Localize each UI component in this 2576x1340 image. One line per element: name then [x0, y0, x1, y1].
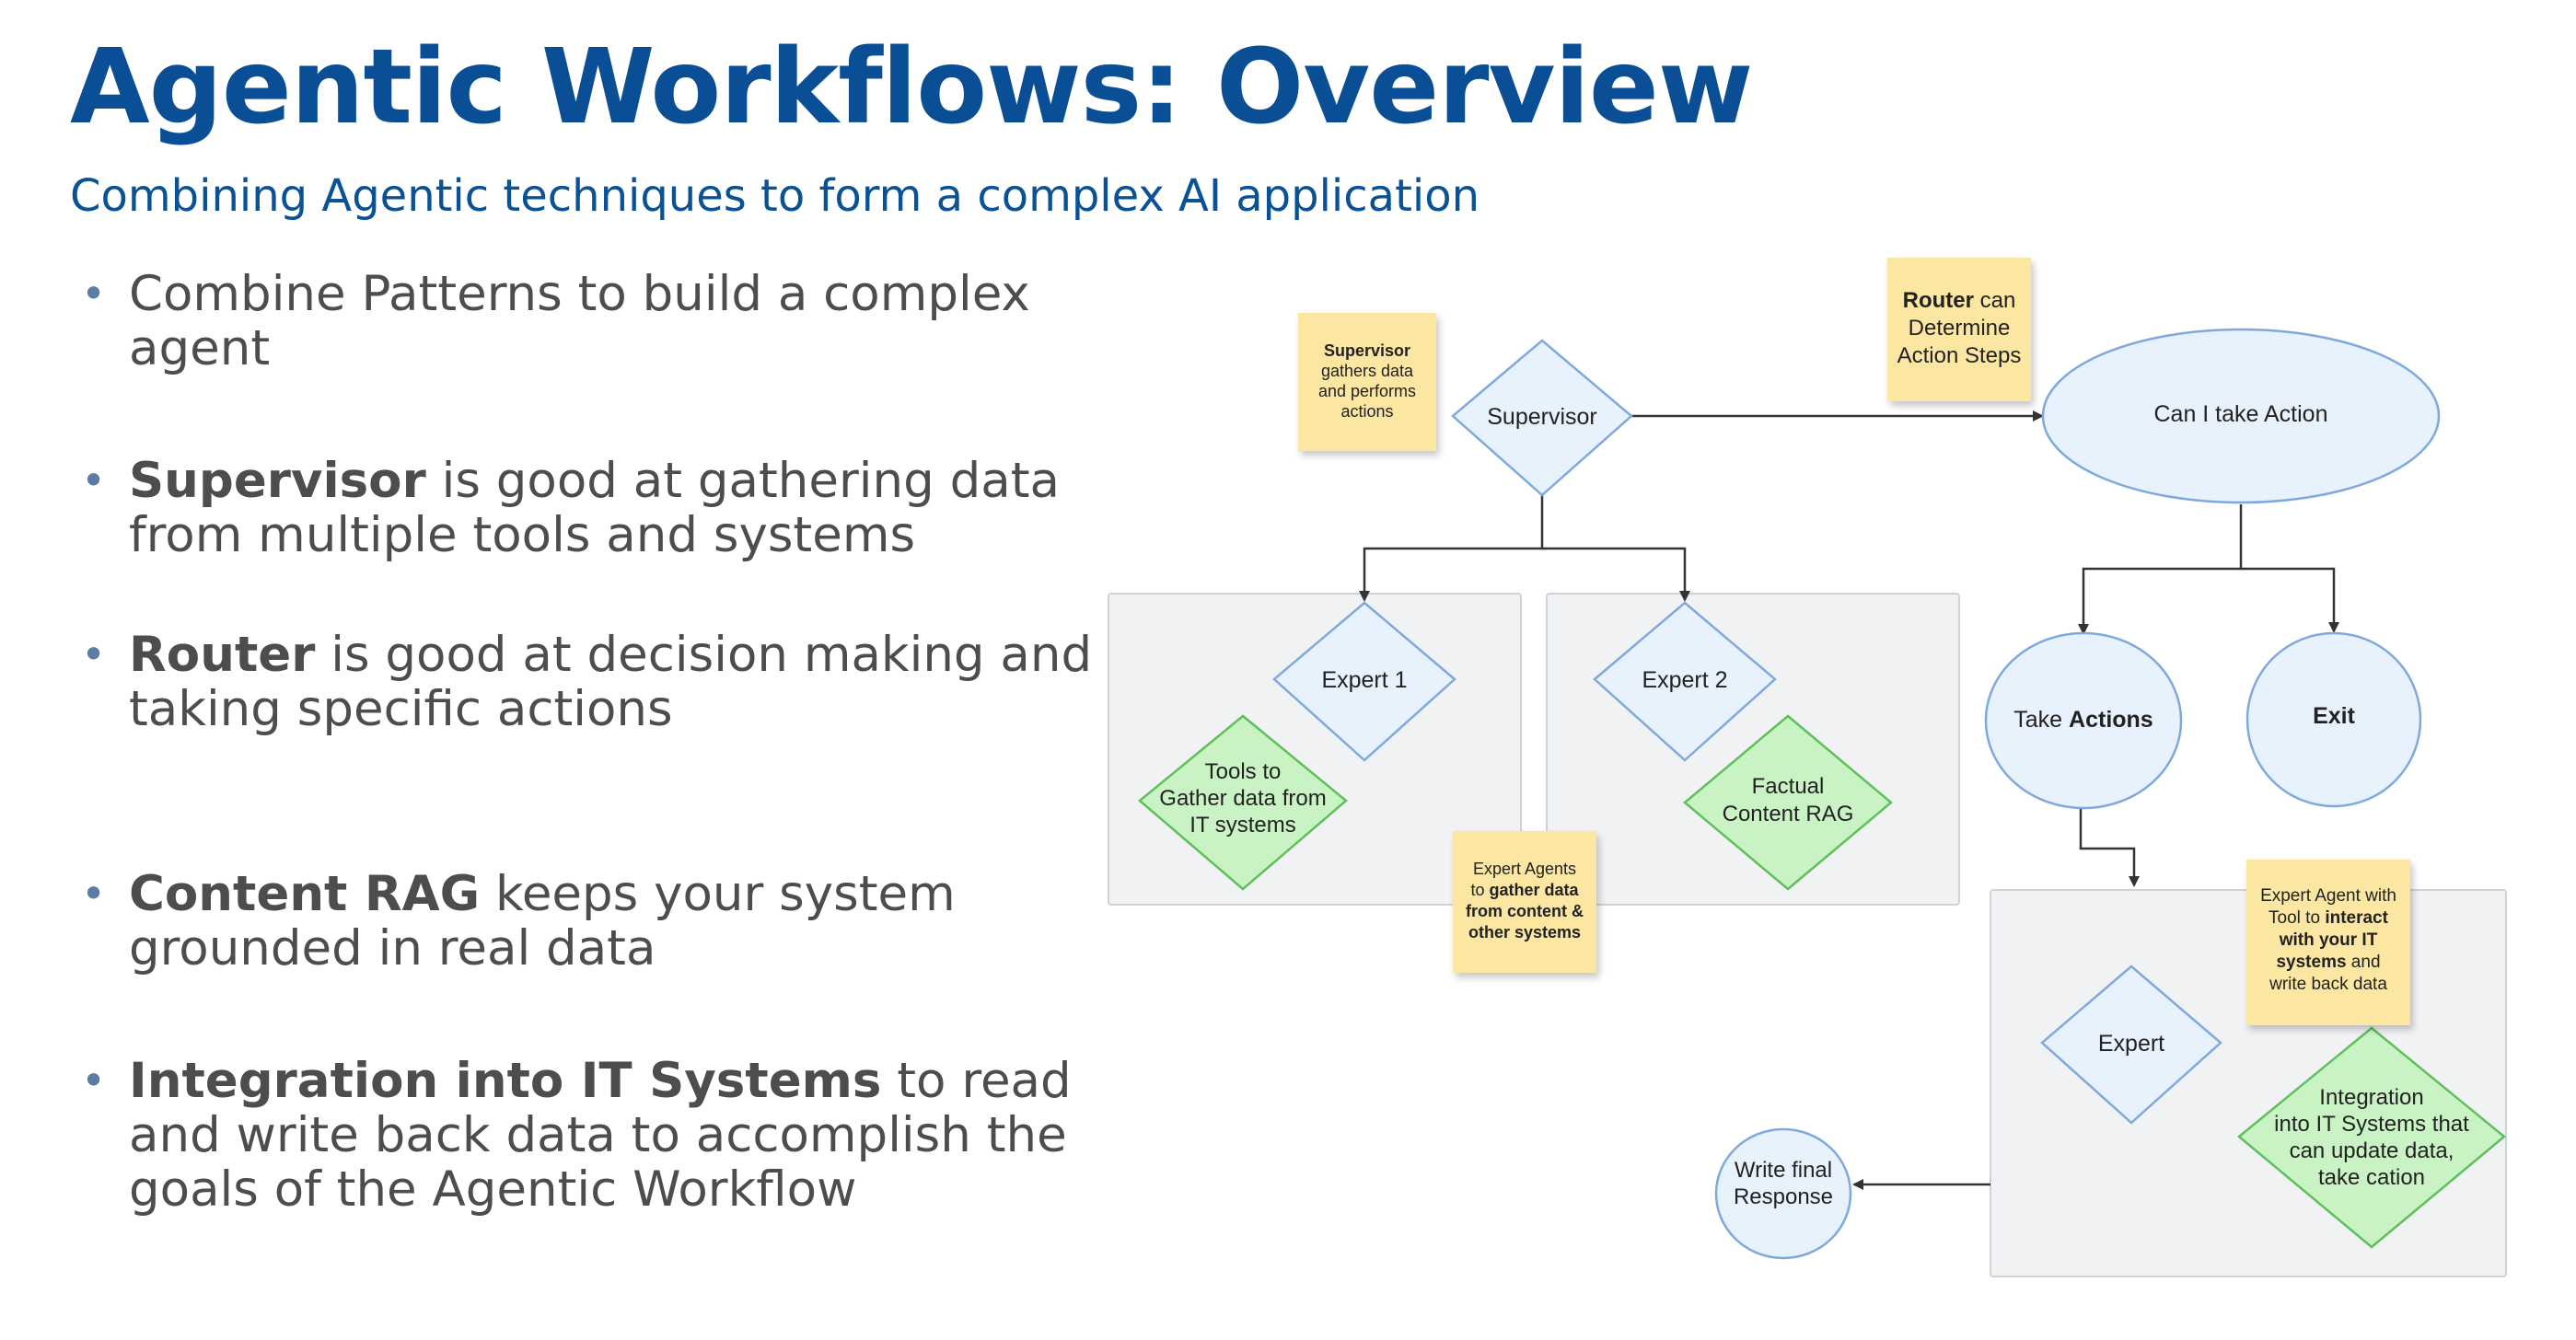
- exit-label: Exit: [2313, 703, 2356, 729]
- bullet-dot-icon: •: [81, 269, 107, 318]
- tools-label-line2: Gather data from: [1159, 786, 1326, 811]
- arrow-supervisor-to-expert2: [1542, 547, 1690, 602]
- can-i-take-action-node: Can I take Action: [2041, 328, 2441, 504]
- expert-tool-note-rest: and: [2347, 953, 2381, 972]
- expert-agents-note-line2: to gather data: [1470, 881, 1579, 899]
- bullet-item-router: • Router is good at decision making and …: [81, 628, 1112, 736]
- integration-label-line1: Integration: [2319, 1085, 2423, 1110]
- bullet-item-patterns: • Combine Patterns to build a complex ag…: [81, 267, 1112, 375]
- rag-label-line1: Factual: [1752, 774, 1825, 799]
- arrow-supervisor-to-expert1: [1359, 495, 1544, 602]
- expert-tool-note-pre: Tool to: [2269, 908, 2325, 928]
- bullet-text: to read and write back data to accomplis…: [129, 1053, 1072, 1218]
- expert-agents-note-bold: gather data: [1489, 881, 1579, 899]
- expert-tool-note-line5: write back data: [2269, 975, 2387, 994]
- expert-tool-sticky-note: Expert Agent with Tool to interact with …: [2246, 860, 2410, 1025]
- integration-label-line4: take cation: [2318, 1165, 2425, 1190]
- bullet-text: keeps your system grounded in real data: [129, 866, 956, 976]
- expert-tool-note-bold2: systems: [2276, 953, 2346, 972]
- write-final-label-line1: Write final: [1735, 1158, 1832, 1183]
- supervisor-note-line3: and performs: [1318, 382, 1416, 400]
- expert-tool-note-line1: Expert Agent with: [2260, 886, 2396, 906]
- expert-label: Expert: [2098, 1031, 2164, 1057]
- router-note-line1: Router can: [1903, 288, 2016, 313]
- arrow-take-actions-to-expert-group: [2079, 806, 2140, 887]
- expert2-node: Expert 2: [1593, 601, 1777, 762]
- router-note-line2: Determine: [1909, 316, 2011, 341]
- bullet-bold: Router: [129, 627, 316, 683]
- expert-agents-note-line4: other systems: [1468, 923, 1581, 941]
- bullet-dot-icon: •: [81, 1056, 107, 1105]
- expert-agents-note-pre: to: [1470, 881, 1489, 899]
- bullet-text: Combine Patterns to build a complex agen…: [129, 266, 1030, 376]
- bullet-dot-icon: •: [81, 456, 107, 505]
- expert1-label: Expert 1: [1321, 667, 1407, 693]
- bullet-bold: Integration into IT Systems: [129, 1053, 882, 1109]
- expert1-node: Expert 1: [1272, 601, 1456, 762]
- bullet-dot-icon: •: [81, 630, 107, 679]
- slide-subtitle: Combining Agentic techniques to form a c…: [70, 170, 1480, 222]
- bullet-item-integration: • Integration into IT Systems to read an…: [81, 1054, 1112, 1217]
- take-actions-label-bold: Actions: [2069, 707, 2153, 733]
- router-sticky-note: Router can Determine Action Steps: [1887, 258, 2031, 401]
- integration-label-line2: into IT Systems that: [2274, 1112, 2469, 1137]
- integration-label-line3: can update data,: [2290, 1138, 2454, 1163]
- write-final-label-line2: Response: [1734, 1184, 1833, 1209]
- expert-agents-note-line3: from content &: [1466, 902, 1584, 920]
- can-i-take-action-label: Can I take Action: [2153, 401, 2327, 427]
- supervisor-note-line1: Supervisor: [1324, 341, 1410, 360]
- arrow-action-to-take-actions: [2078, 504, 2243, 635]
- bullet-text: is good at gathering data from multiple …: [129, 453, 1060, 563]
- bullet-item-content-rag: • Content RAG keeps your system grounded…: [81, 867, 1112, 976]
- tools-label-line1: Tools to: [1205, 759, 1282, 784]
- integration-node: Integration into IT Systems that can upd…: [2237, 1026, 2506, 1249]
- router-note-bold: Router: [1903, 288, 1974, 313]
- bullet-text: is good at decision making and taking sp…: [129, 627, 1093, 737]
- expert-tool-note-line4: systems and: [2276, 953, 2380, 972]
- tools-node: Tools to Gather data from IT systems: [1138, 714, 1348, 891]
- expert-tool-note-line2: Tool to interact: [2269, 908, 2389, 928]
- expert-agents-note-line1: Expert Agents: [1473, 860, 1576, 878]
- router-note-line3: Action Steps: [1897, 343, 2022, 368]
- supervisor-note-line2: gathers data: [1321, 362, 1414, 380]
- tools-label-line3: IT systems: [1189, 813, 1296, 838]
- expert-node: Expert: [2040, 965, 2222, 1125]
- expert-tool-note-bold: interact: [2325, 908, 2388, 928]
- exit-node: Exit: [2245, 631, 2422, 808]
- router-note-rest: can: [1974, 288, 2015, 313]
- bullet-bold: Supervisor: [129, 453, 426, 509]
- supervisor-label: Supervisor: [1487, 404, 1597, 430]
- bullet-item-supervisor: • Supervisor is good at gathering data f…: [81, 454, 1112, 562]
- expert2-label: Expert 2: [1642, 667, 1727, 693]
- supervisor-sticky-note: Supervisor gathers data and performs act…: [1298, 313, 1436, 451]
- supervisor-node: Supervisor: [1451, 339, 1633, 497]
- take-actions-label: Take Actions: [2013, 707, 2152, 733]
- rag-label-line2: Content RAG: [1723, 802, 1854, 826]
- supervisor-note-line4: actions: [1340, 402, 1393, 421]
- expert-agents-sticky-note: Expert Agents to gather data from conten…: [1453, 831, 1596, 973]
- expert-tool-note-line3: with your IT: [2279, 930, 2378, 950]
- arrow-action-to-exit: [2241, 567, 2339, 633]
- bullet-bold: Content RAG: [129, 866, 481, 922]
- take-actions-label-pre: Take: [2013, 707, 2069, 733]
- write-final-response-node: Write final Response: [1714, 1127, 1852, 1260]
- take-actions-node: Take Actions: [1984, 631, 2183, 810]
- bullet-dot-icon: •: [81, 869, 107, 918]
- rag-node: Factual Content RAG: [1683, 714, 1893, 891]
- slide-title: Agentic Workflows: Overview: [70, 28, 1753, 147]
